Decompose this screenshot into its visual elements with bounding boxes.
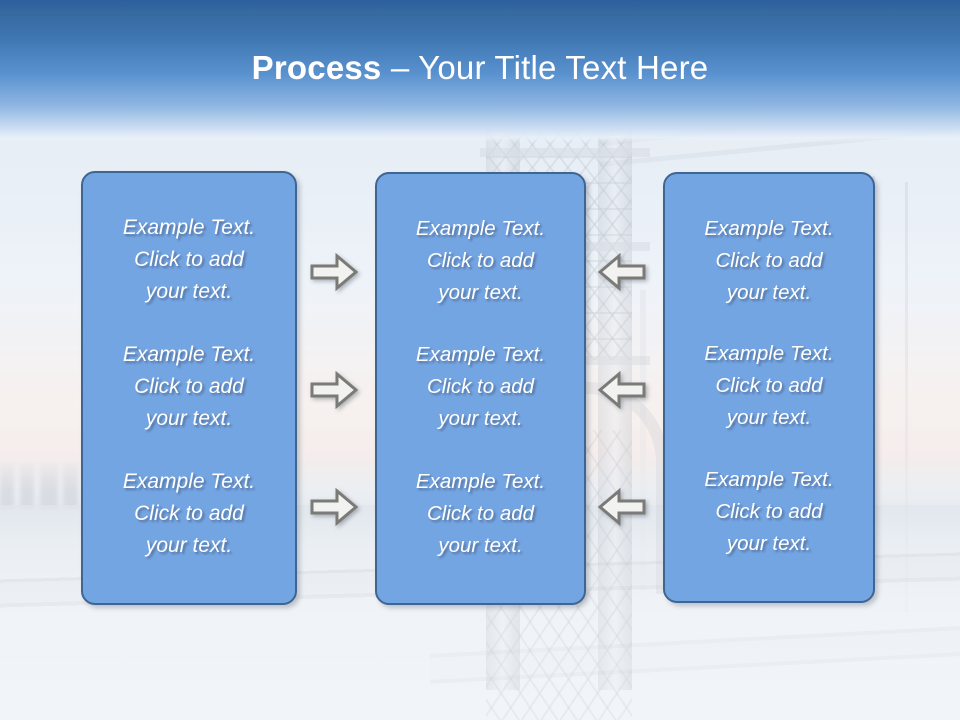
arrow-right-icon-1[interactable] (310, 253, 358, 291)
process-text-left-1[interactable]: Example Text. Click to add your text. (122, 216, 256, 304)
title-bold-text: Process (251, 49, 391, 86)
arrow-right-icon-2[interactable] (310, 371, 358, 409)
process-text-right-1[interactable]: Example Text. Click to add your text. (704, 216, 834, 304)
process-text-left-3[interactable]: Example Text. Click to add your text. (122, 469, 256, 557)
title-regular-text: – Your Title Text Here (390, 49, 709, 86)
tower-crossbeam-1 (480, 148, 650, 157)
slide-title: Process – Your Title Text Here (0, 48, 960, 88)
process-box-left[interactable]: Example Text. Click to add your text. Ex… (81, 171, 297, 605)
process-box-right[interactable]: Example Text. Click to add your text. Ex… (663, 172, 875, 603)
background-cable-2 (905, 182, 908, 612)
process-text-left-2[interactable]: Example Text. Click to add your text. (122, 342, 256, 430)
process-text-middle-3[interactable]: Example Text. Click to add your text. (415, 469, 546, 557)
process-text-middle-1[interactable]: Example Text. Click to add your text. (415, 217, 546, 305)
arrow-right-icon-3[interactable] (310, 488, 358, 526)
process-text-right-2[interactable]: Example Text. Click to add your text. (704, 342, 834, 430)
title-banner: Process – Your Title Text Here (0, 0, 960, 143)
process-box-middle[interactable]: Example Text. Click to add your text. Ex… (375, 172, 586, 605)
arrow-left-icon-2[interactable] (598, 371, 646, 409)
arrow-left-icon-3[interactable] (598, 488, 646, 526)
process-text-middle-2[interactable]: Example Text. Click to add your text. (415, 343, 546, 431)
process-text-right-3[interactable]: Example Text. Click to add your text. (704, 468, 834, 556)
arrow-left-icon-1[interactable] (598, 253, 646, 291)
